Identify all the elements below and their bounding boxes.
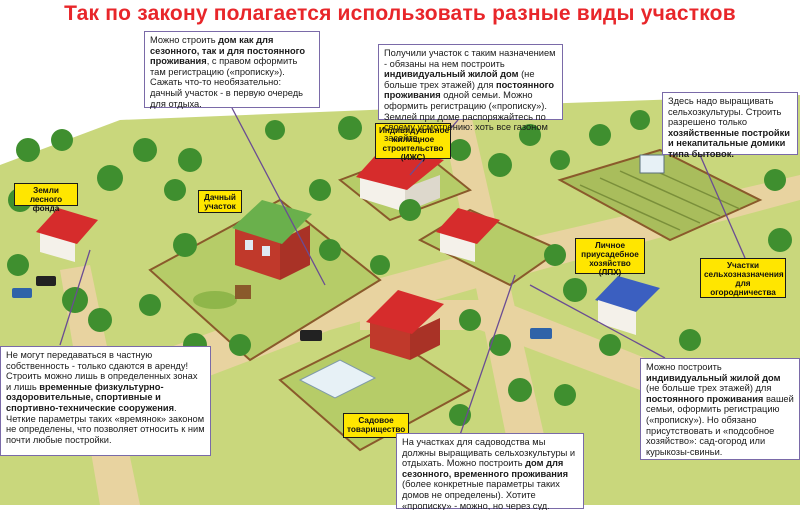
page-title: Так по закону полагается использовать ра… (64, 2, 736, 25)
dacha-window (245, 240, 253, 250)
note-izhs: Получили участок с таким назначением - о… (378, 44, 563, 143)
tree (51, 129, 73, 151)
tree (97, 165, 123, 191)
note-text: (не больше трех этажей) для (646, 383, 772, 394)
tree (229, 334, 251, 356)
tree (459, 309, 481, 331)
note-text: (более конкретные параметры таких домов … (402, 479, 560, 510)
note-bold: индивидуальный жилой дом (384, 69, 519, 80)
note-text: вашей семьи, оформить регистрацию («проп… (646, 393, 794, 457)
agri-plot (557, 148, 763, 242)
car (300, 330, 322, 341)
pointer-line (59, 249, 91, 346)
tree (338, 116, 362, 140)
tree (563, 278, 587, 302)
car (530, 328, 552, 339)
label-lph: Личное приусадебное хозяйство (ЛПХ) (575, 238, 645, 277)
pointer-line (699, 154, 746, 259)
agri-shed (639, 154, 665, 174)
dacha-house-roof (232, 200, 312, 244)
label-izhs: Индивидуальное жилищное строительство (И… (375, 123, 451, 162)
tree (309, 179, 331, 201)
note-bold: постоянного проживания (646, 393, 764, 404)
dacha-gazebo (235, 285, 251, 299)
tree (544, 244, 566, 266)
izhs-house-wall (360, 175, 405, 212)
tree (488, 153, 512, 177)
note-text: Здесь надо выращивать сельхозкультуры. С… (668, 96, 782, 128)
note-text: На участках для садоводства мы должны вы… (402, 437, 576, 469)
tree (449, 404, 471, 426)
tree (768, 228, 792, 252)
note-forest: Не могут передаваться в частную собствен… (0, 346, 211, 456)
pointer-line (459, 274, 516, 436)
tree (599, 334, 621, 356)
tree (139, 294, 161, 316)
car (12, 288, 32, 298)
agri-row (579, 184, 681, 231)
note-text: Не могут передаваться в частную собствен… (6, 350, 198, 392)
note-bold: дом как для сезонного, так и для постоян… (150, 35, 306, 67)
pointer-line (231, 107, 326, 286)
car (36, 276, 56, 286)
note-text: одной семьи. Можно оформить регистрацию … (384, 90, 548, 143)
tree (519, 124, 541, 146)
dacha-window (262, 246, 270, 256)
note-garden: На участках для садоводства мы должны вы… (396, 433, 584, 510)
forest-house-roof (36, 208, 98, 244)
agri-row (619, 170, 721, 217)
tree (88, 308, 112, 332)
tree (489, 334, 511, 356)
note-agri: Здесь надо выращивать сельхозкультуры. С… (662, 92, 798, 159)
tree (508, 378, 532, 402)
tree (319, 239, 341, 261)
dacha-plot (148, 198, 382, 362)
note-text: (не больше трех этажей) для (384, 69, 535, 90)
tree (265, 120, 285, 140)
tree (764, 169, 786, 191)
greenhouse (298, 359, 377, 399)
garden-plot (278, 328, 472, 452)
note-bold: хозяйственные постройки и некапитальные … (668, 127, 791, 159)
note-dacha: Можно строить дом как для сезонного, так… (144, 31, 320, 109)
tree (178, 148, 202, 172)
dacha-house-side (280, 225, 310, 280)
note-bold: постоянного проживания (384, 79, 555, 101)
tree (449, 139, 471, 161)
agri-row (599, 177, 701, 224)
garden-house-roof (366, 290, 444, 334)
note-text: Получили участок с таким назначением - о… (384, 48, 556, 69)
tree (589, 124, 611, 146)
tree (679, 329, 701, 351)
tree (550, 150, 570, 170)
tree (630, 110, 650, 130)
pointer-line (529, 284, 666, 359)
tree (7, 254, 29, 276)
note-bold: временные физкультурно-оздоровительные, … (6, 381, 174, 413)
label-agri: Участки сельхозназначения для огородниче… (700, 258, 786, 298)
tree (554, 384, 576, 406)
tree (133, 138, 157, 162)
lph-house-right-roof (595, 276, 660, 312)
note-text: Можно построить (646, 362, 722, 372)
note-bold: дом для сезонного, временного проживания (402, 458, 569, 479)
tree (164, 179, 186, 201)
label-dacha: Дачный участок (198, 190, 242, 213)
note-lph: Можно построить индивидуальный жилой дом… (640, 358, 800, 460)
tree (173, 233, 197, 257)
note-text: , с правом оформить там регистрацию («пр… (150, 56, 304, 109)
note-text: Можно строить (150, 35, 219, 45)
lph-house-right-wall (598, 300, 636, 335)
note-bold: индивидуальный жилой дом (646, 372, 781, 383)
tree (399, 199, 421, 221)
tree (62, 287, 88, 313)
label-forest: Земли лесного фонда (14, 183, 78, 213)
tree (16, 138, 40, 162)
dacha-flowerbed (193, 291, 237, 309)
lph-house-roof (436, 208, 500, 244)
tree (370, 255, 390, 275)
note-text: . Четкие параметры таких «времянок» зако… (6, 402, 205, 445)
